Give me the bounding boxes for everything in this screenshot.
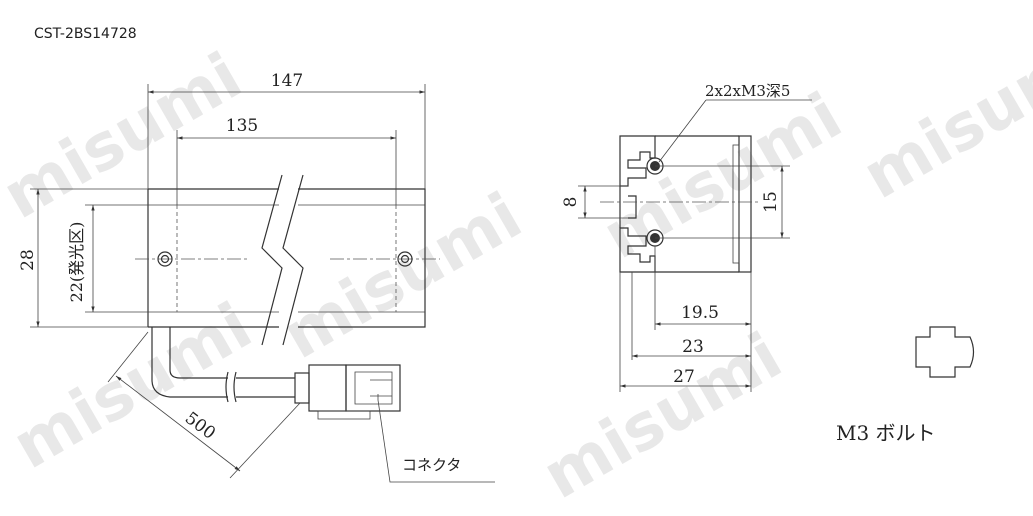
light-body-outline bbox=[148, 188, 426, 328]
dim-cable-length: 500 bbox=[181, 408, 219, 444]
dim-emitting-area: 22(発光区) bbox=[67, 222, 86, 303]
dim-27: 27 bbox=[673, 367, 695, 387]
dim-8: 8 bbox=[561, 197, 581, 208]
connector-label: コネクタ bbox=[402, 456, 461, 474]
break-line bbox=[282, 174, 304, 346]
connector bbox=[294, 364, 401, 420]
connector-leader bbox=[377, 394, 495, 483]
svg-text:misumi: misumi bbox=[851, 19, 1033, 214]
break-line bbox=[261, 174, 283, 346]
side-view: 2x2xM3深5 8 15 19.5 23 27 bbox=[561, 82, 812, 392]
dim-total-length: 147 bbox=[271, 71, 303, 91]
dim-height: 28 bbox=[18, 249, 38, 271]
dim-19-5: 19.5 bbox=[681, 303, 719, 323]
svg-text:misumi: misumi bbox=[591, 79, 854, 274]
dim-23: 23 bbox=[682, 337, 704, 357]
part-number: CST-2BS14728 bbox=[34, 26, 137, 42]
svg-text:misumi: misumi bbox=[531, 319, 794, 512]
dim-inner-length: 135 bbox=[226, 116, 258, 136]
mount-hole-icon bbox=[157, 251, 173, 267]
bolt-label: M3 ボルト bbox=[836, 421, 936, 445]
mount-hole-icon bbox=[397, 251, 413, 267]
svg-text:misumi: misumi bbox=[1, 289, 264, 484]
dim-15: 15 bbox=[761, 191, 781, 213]
bolt-icon bbox=[915, 326, 975, 378]
tap-note: 2x2xM3深5 bbox=[705, 82, 790, 100]
svg-text:misumi: misumi bbox=[271, 179, 534, 374]
